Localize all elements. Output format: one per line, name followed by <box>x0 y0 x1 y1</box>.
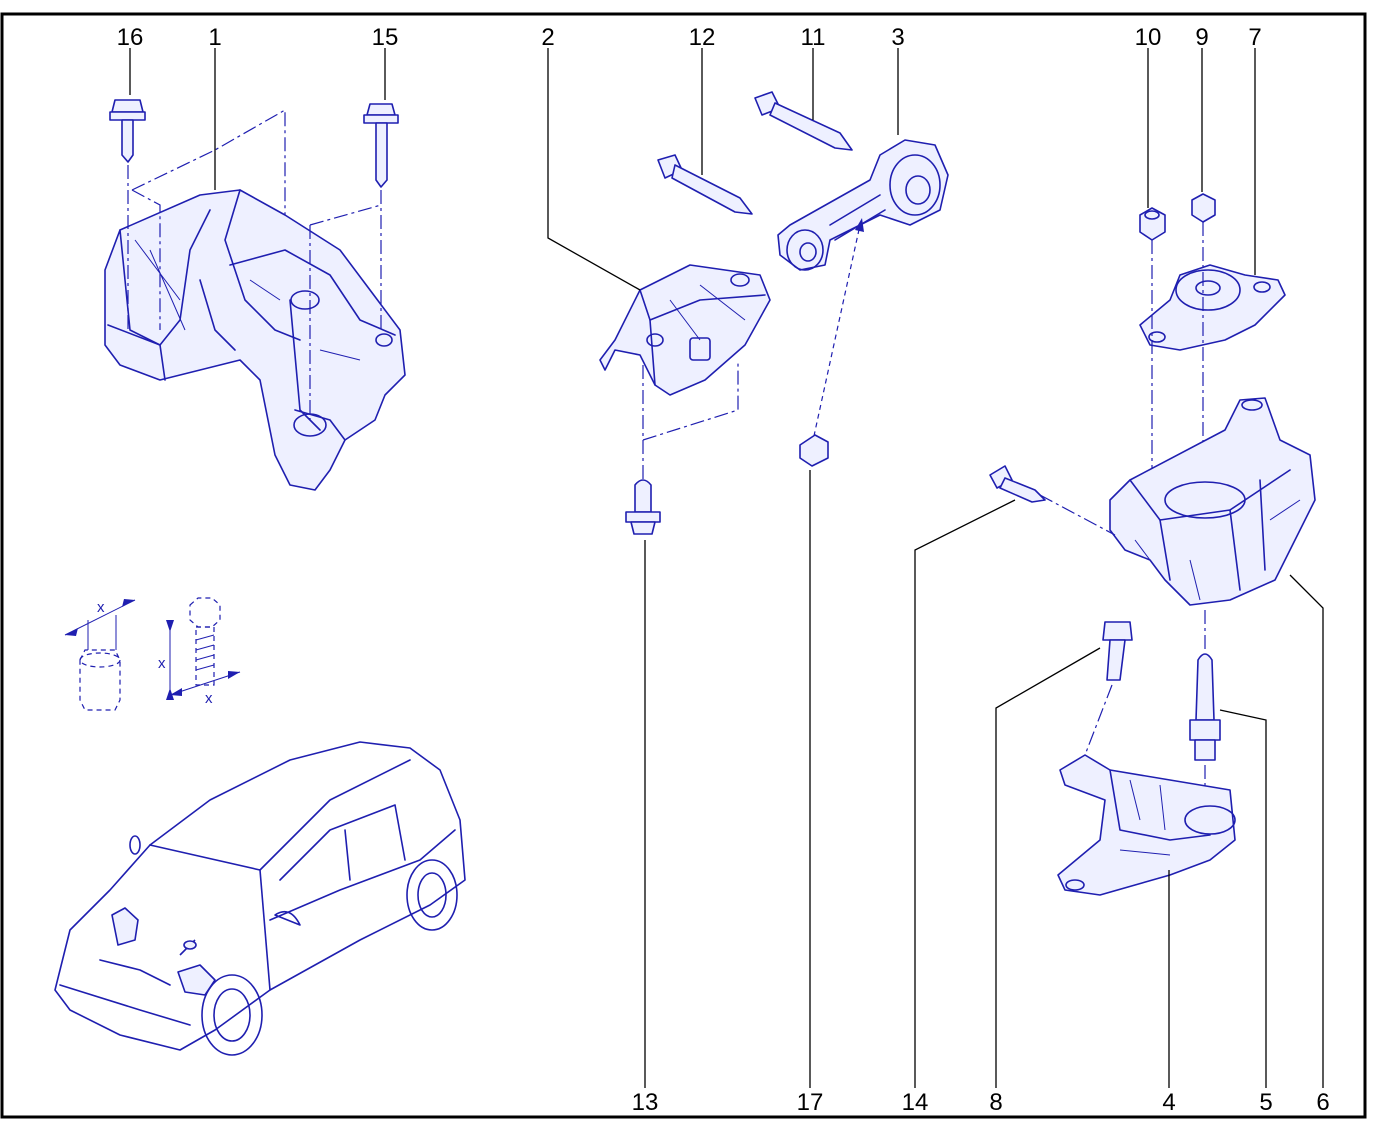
callout-7: 7 <box>1248 24 1261 51</box>
engine-mount-housing <box>1109 397 1316 606</box>
torque-legend: x x x <box>64 597 241 711</box>
gearbox-mount-bracket <box>1057 754 1236 896</box>
bolt-12 <box>657 154 753 215</box>
callout-6: 6 <box>1316 1089 1329 1116</box>
callout-11: 11 <box>801 24 826 51</box>
callout-3: 3 <box>891 24 904 51</box>
bolt-8 <box>1102 621 1133 681</box>
callout-4: 4 <box>1162 1089 1175 1116</box>
callout-10: 10 <box>1135 24 1162 51</box>
nut-17 <box>799 434 829 467</box>
bolt-14 <box>989 465 1046 503</box>
bolt-width-label: x <box>205 690 213 707</box>
stud-5 <box>1189 653 1221 761</box>
bolt-13 <box>625 479 661 535</box>
nut-9 <box>1191 193 1216 223</box>
callout-labels: 16 1 15 2 12 11 3 10 9 7 13 17 14 8 4 5 … <box>117 24 1330 1116</box>
engine-mount-pad <box>1139 264 1286 351</box>
vehicle-locator <box>54 741 466 1056</box>
callout-9: 9 <box>1195 24 1208 51</box>
nut-10 <box>1139 207 1166 241</box>
leader-lines <box>129 48 1324 1088</box>
diagram-frame <box>0 12 1367 1119</box>
nut-dimension-label: x <box>97 599 105 616</box>
callout-1: 1 <box>208 24 221 51</box>
callout-12: 12 <box>689 24 716 51</box>
bolt-11 <box>754 91 853 151</box>
bolt-16 <box>109 99 146 163</box>
gearbox-bracket <box>599 264 771 396</box>
callout-14: 14 <box>902 1089 929 1116</box>
callout-17: 17 <box>797 1089 824 1116</box>
callout-2: 2 <box>541 24 554 51</box>
engine-mount-bracket <box>104 189 406 491</box>
callout-15: 15 <box>372 24 399 51</box>
bolt-length-label: x <box>158 655 166 672</box>
callout-8: 8 <box>989 1089 1002 1116</box>
callout-5: 5 <box>1259 1089 1272 1116</box>
torque-rod <box>777 139 949 271</box>
callout-13: 13 <box>632 1089 659 1116</box>
callout-16: 16 <box>117 24 144 51</box>
bolt-15 <box>363 103 399 188</box>
